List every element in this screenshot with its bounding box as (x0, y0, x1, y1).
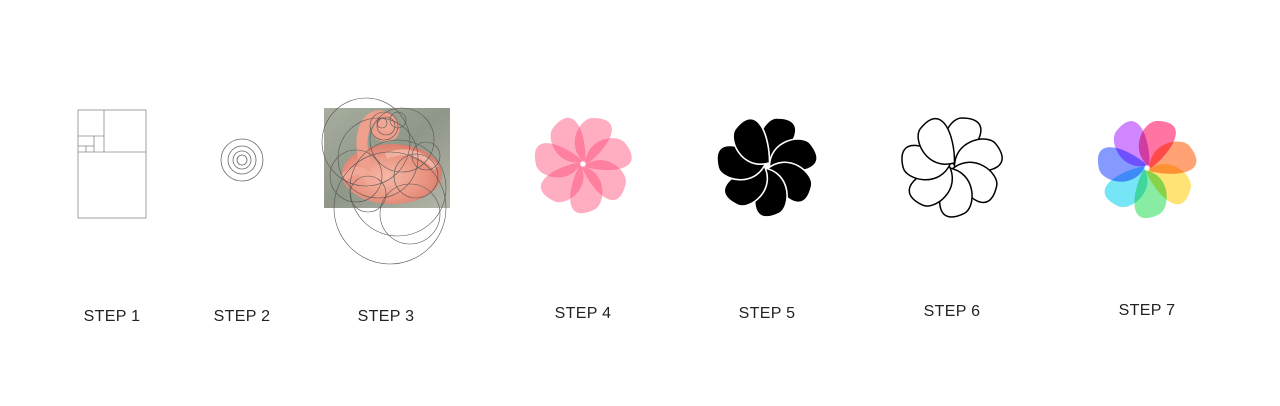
step2-nested-circles (220, 138, 264, 182)
step3-flamingo-photo (321, 97, 450, 265)
step-3-label: STEP 3 (357, 308, 415, 325)
step5-petal (732, 118, 771, 166)
step7-petal (1113, 121, 1150, 167)
step4-pink-flower (534, 117, 632, 214)
step6-outline-flower (901, 117, 1003, 218)
step6-petal (917, 118, 956, 165)
step4-petal (570, 165, 603, 214)
step7-rainbow-flower (1097, 121, 1197, 218)
step-7-label: STEP 7 (1118, 302, 1176, 319)
step-5-label: STEP 5 (738, 305, 796, 322)
step-1-label: STEP 1 (83, 308, 141, 325)
step4-petal (540, 162, 584, 203)
step-6-label: STEP 6 (923, 303, 981, 320)
step5-black-flower (716, 117, 818, 218)
step7-petal (1146, 164, 1191, 205)
step4-petal (582, 160, 626, 200)
step-4-label: STEP 4 (554, 305, 612, 322)
step4-petal (550, 117, 586, 163)
step-2-label: STEP 2 (213, 308, 271, 325)
step4-petal (574, 118, 612, 164)
step4-petal (534, 143, 583, 178)
step4-petal (585, 138, 632, 171)
step1-golden-rectangle (77, 109, 147, 219)
